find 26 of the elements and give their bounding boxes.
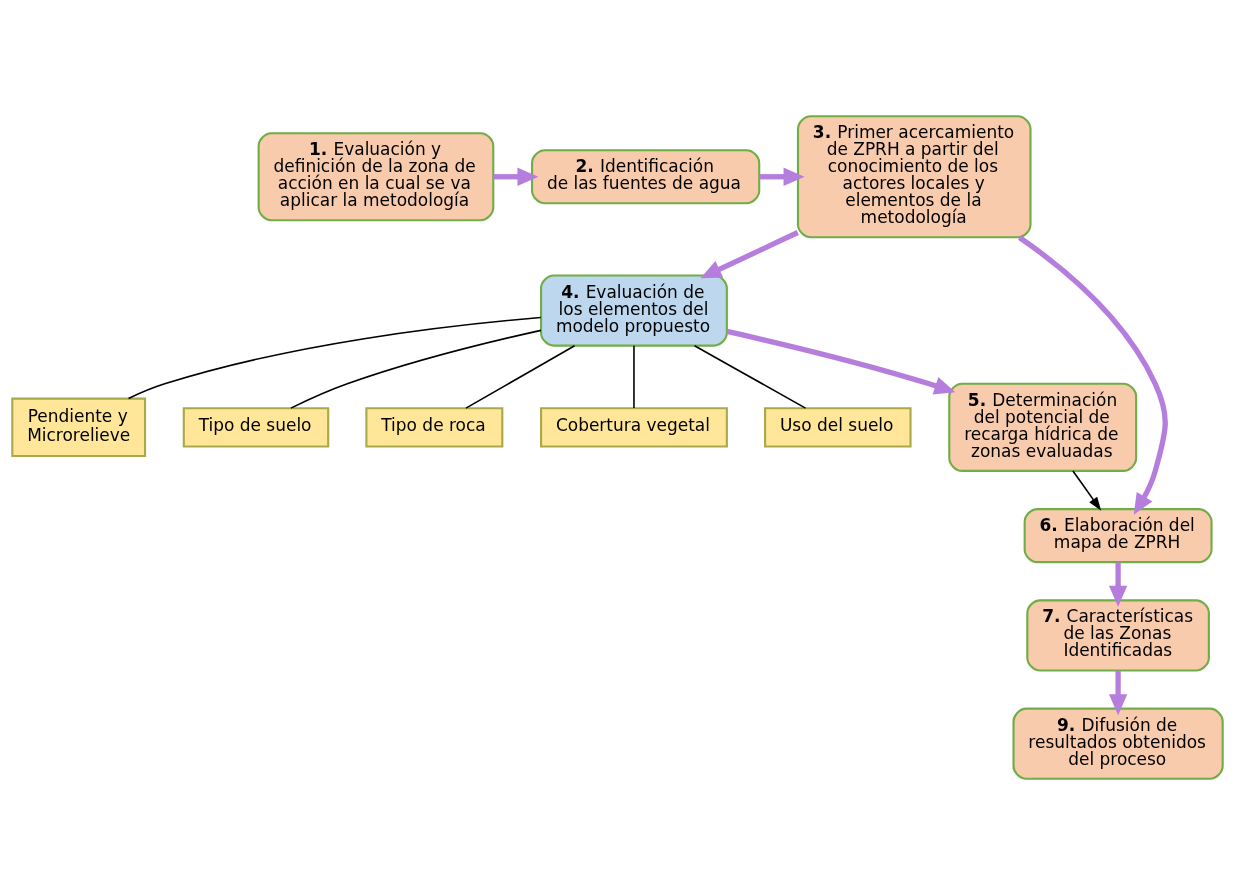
node-box: 7. Características de las Zonas Identificadas — [1026, 598, 1210, 671]
connector — [290, 329, 542, 409]
arrow — [1017, 234, 1168, 515]
node-box: 6. Elaboración del mapa de ZPRH — [1023, 507, 1213, 563]
arrow — [493, 167, 539, 186]
node-box: Uso del suelo — [764, 406, 912, 447]
node-box: Cobertura vegetal — [540, 406, 728, 447]
node-box: Tipo de roca — [365, 406, 504, 447]
connector — [127, 316, 542, 399]
arrow — [1108, 561, 1128, 607]
node-box: 4. Evaluación de los elementos del modelo propuesto — [540, 273, 728, 347]
arrow — [759, 167, 805, 186]
node-box: Pendiente y Microrelieve — [11, 397, 147, 457]
node-box: 5. Determinación del potencial de recarga hídrica de zonas evaluadas — [948, 382, 1138, 472]
arrow — [1108, 670, 1128, 715]
connector — [633, 344, 635, 409]
node-box: 3. Primer acercamiento de ZPRH a partir del conocimiento de los actores locales y elementos de la metodología — [796, 114, 1032, 238]
arrow — [726, 328, 956, 394]
connector — [465, 344, 576, 409]
node-box: 1. Evaluación y definición de la zona de acción en la cual se va aplicar la metodología — [257, 131, 495, 221]
connector — [693, 344, 807, 409]
arrow — [1072, 469, 1102, 511]
arrow — [700, 229, 799, 278]
node-box: 2. Identificación de las fuentes de agua — [530, 148, 761, 204]
node-box: Tipo de suelo — [182, 406, 330, 447]
node-box: 9. Difusión de resultados obtenidos del proceso — [1012, 707, 1224, 780]
